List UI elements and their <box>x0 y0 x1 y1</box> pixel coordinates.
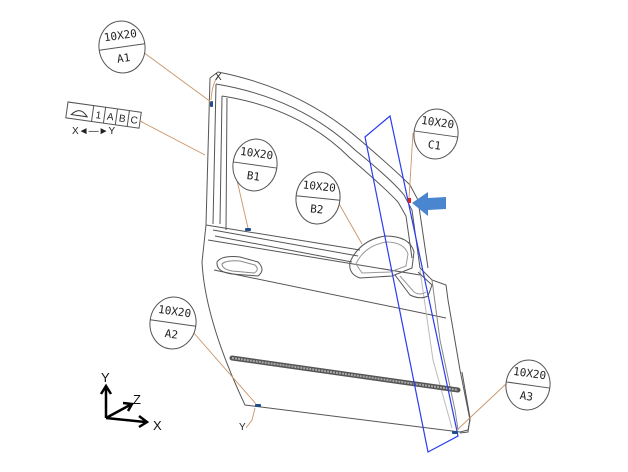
triad-x-label: X <box>153 418 162 433</box>
feature-control-frame[interactable]: 1 A B C <box>65 101 142 129</box>
balloon-size: 10X20 <box>157 303 192 320</box>
fcf-datum-b: B <box>118 113 126 125</box>
balloon-label: B2 <box>310 202 325 216</box>
section-plane <box>364 114 459 453</box>
fcf-datum-a: A <box>106 112 114 124</box>
measurement-markers <box>210 101 458 434</box>
callout-arrow <box>412 192 446 216</box>
balloon-label: A1 <box>116 51 131 66</box>
leader-lines <box>139 51 508 431</box>
balloon-label: B1 <box>246 169 261 184</box>
marker-b1[interactable] <box>245 228 251 231</box>
profile-of-surface-icon <box>70 110 89 118</box>
balloon-size: 10X20 <box>420 114 455 131</box>
car-door-model <box>201 71 471 434</box>
triad-z-label: Z <box>133 392 141 407</box>
fcf-tolerance: 1 <box>95 110 102 122</box>
balloon-a3[interactable]: 10X20 A3 <box>503 357 554 413</box>
fcf-direction: X◄—►Y <box>72 126 115 137</box>
balloon-c1[interactable]: 10X20 C1 <box>411 106 462 162</box>
balloon-a2[interactable]: 10X20 A2 <box>147 294 200 352</box>
balloon-label: C1 <box>427 138 442 153</box>
axis-triad <box>99 383 150 429</box>
balloon-label: A3 <box>519 389 534 404</box>
fcf-datum-c: C <box>130 115 139 127</box>
triad-y-label: Y <box>101 370 110 385</box>
balloon-size: 10X20 <box>239 145 274 162</box>
balloon-label: A2 <box>164 327 179 342</box>
balloon-b1[interactable]: 10X20 B1 <box>230 136 281 194</box>
marker-a1[interactable] <box>210 101 213 107</box>
marker-c1-highlight[interactable] <box>408 198 411 203</box>
z-axis-icon <box>105 403 131 420</box>
x-axis-icon <box>105 416 146 424</box>
balloon-b2[interactable]: 10X20 B2 <box>293 170 342 226</box>
balloon-size: 10X20 <box>103 27 138 44</box>
arrow-icon <box>412 192 446 216</box>
marker-a3[interactable] <box>452 431 458 434</box>
balloon-size: 10X20 <box>302 178 336 194</box>
balloon-size: 10X20 <box>512 365 547 382</box>
marker-a2[interactable] <box>255 404 261 407</box>
balloon-a1[interactable]: 10X20 A1 <box>96 18 149 76</box>
point-label-bottom: Y <box>239 422 246 433</box>
point-label-top: X <box>215 72 222 83</box>
